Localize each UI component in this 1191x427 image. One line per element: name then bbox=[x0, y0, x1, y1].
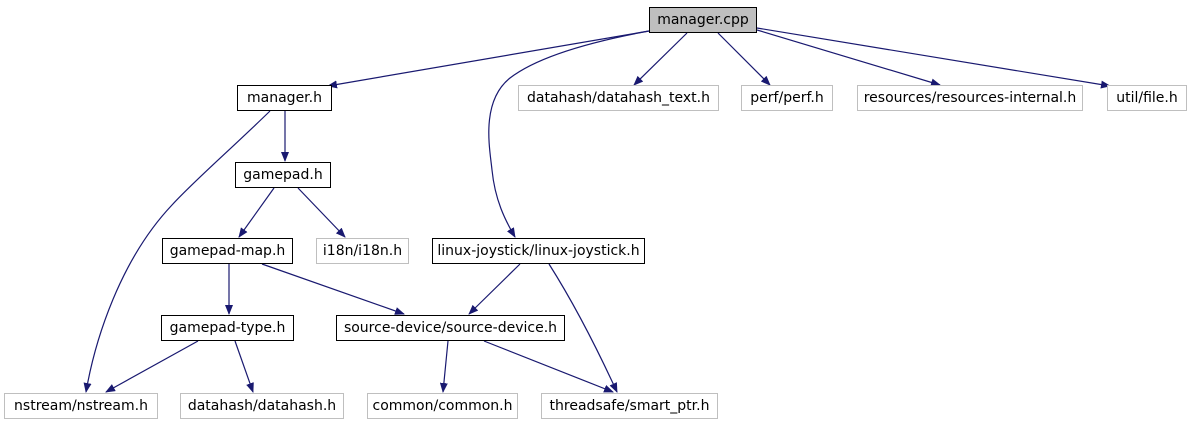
edge-linux-joystick-h-to-smart-ptr-h bbox=[548, 263, 618, 393]
node-manager-h[interactable]: manager.h bbox=[237, 85, 332, 111]
node-datahash-text-h: datahash/datahash_text.h bbox=[518, 85, 719, 111]
edge-source-device-h-to-smart-ptr-h bbox=[483, 340, 614, 393]
node-gamepad-map-h[interactable]: gamepad-map.h bbox=[162, 238, 293, 264]
node-perf-h: perf/perf.h bbox=[741, 85, 833, 111]
edge-gamepad-type-h-to-datahash-h bbox=[234, 340, 254, 393]
edge-source-device-h-to-common-h bbox=[439, 340, 449, 393]
edge-gamepad-h-to-gamepad-map-h bbox=[238, 187, 275, 238]
edge-manager-cpp-to-resources-internal-h bbox=[756, 29, 941, 87]
edge-manager-cpp-to-linux-joystick-h bbox=[488, 30, 650, 238]
edge-manager-cpp-to-perf-h bbox=[717, 32, 771, 86]
edge-manager-cpp-to-manager-h bbox=[327, 30, 650, 89]
node-gamepad-h[interactable]: gamepad.h bbox=[235, 162, 331, 188]
edge-manager-h-to-nstream-h bbox=[83, 110, 271, 393]
node-source-device-h[interactable]: source-device/source-device.h bbox=[336, 315, 565, 341]
edge-manager-cpp-to-util-file-h bbox=[756, 27, 1111, 89]
node-gamepad-type-h[interactable]: gamepad-type.h bbox=[161, 315, 294, 341]
node-nstream-h: nstream/nstream.h bbox=[4, 393, 158, 419]
node-common-h: common/common.h bbox=[367, 393, 518, 419]
edge-gamepad-map-h-to-source-device-h bbox=[261, 263, 405, 315]
node-resources-internal-h: resources/resources-internal.h bbox=[857, 85, 1083, 111]
node-manager-cpp[interactable]: manager.cpp bbox=[649, 7, 757, 33]
edge-linux-joystick-h-to-source-device-h bbox=[468, 263, 521, 315]
node-smart-ptr-h: threadsafe/smart_ptr.h bbox=[541, 393, 718, 419]
node-linux-joystick-h[interactable]: linux-joystick/linux-joystick.h bbox=[432, 238, 645, 264]
node-util-file-h: util/file.h bbox=[1107, 85, 1187, 111]
node-datahash-h: datahash/datahash.h bbox=[180, 393, 344, 419]
edge-gamepad-type-h-to-nstream-h bbox=[105, 340, 199, 393]
node-i18n-h: i18n/i18n.h bbox=[316, 238, 409, 264]
edge-gamepad-h-to-i18n-h bbox=[297, 187, 346, 238]
edge-manager-cpp-to-datahash-text-h bbox=[633, 32, 688, 86]
